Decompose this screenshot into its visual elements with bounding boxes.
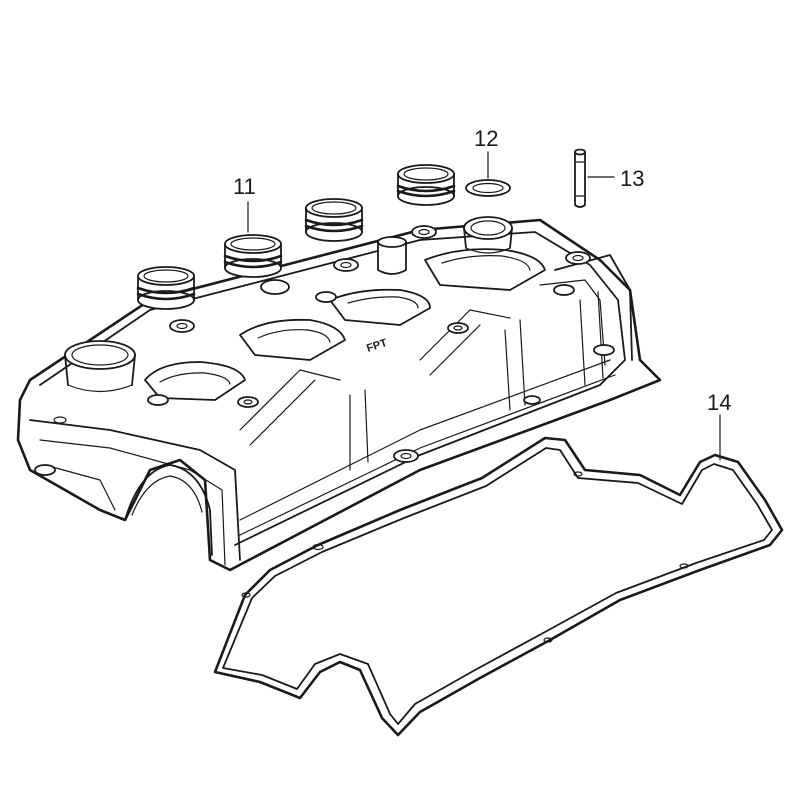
seal-ring: [223, 234, 283, 278]
valve-cover: FPT: [16, 216, 662, 572]
callout-14: 14: [707, 390, 731, 415]
part-13-dowel-pin: [574, 148, 615, 208]
callout-11: 11: [233, 174, 256, 199]
seal-ring: [396, 164, 456, 206]
bolt-bosses: [34, 225, 615, 476]
callout-13: 13: [620, 166, 644, 191]
seal-ring: [136, 266, 196, 310]
part-12-o-ring: [465, 151, 511, 197]
part-11-seals: [136, 164, 456, 310]
seal-ring: [304, 198, 364, 242]
callout-12: 12: [474, 126, 498, 151]
part-14-gasket: [213, 414, 784, 737]
